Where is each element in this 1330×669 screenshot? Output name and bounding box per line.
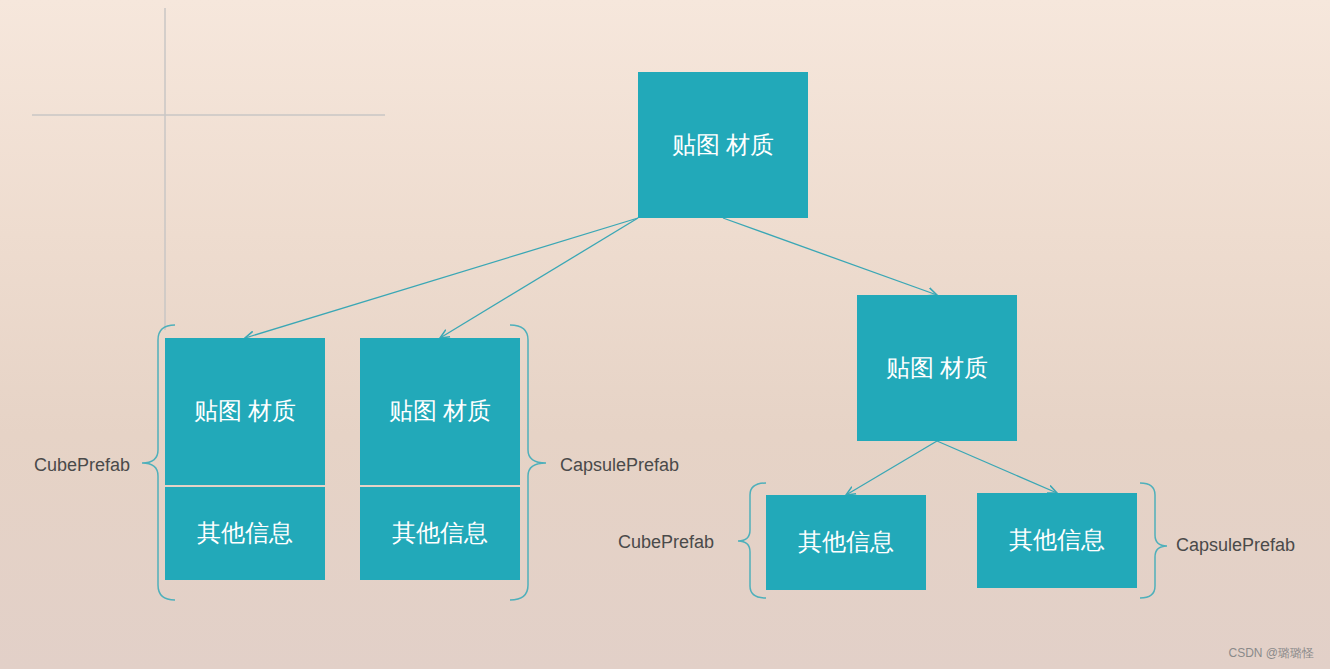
brace xyxy=(738,483,766,598)
prefab-label: CapsulePrefab xyxy=(1176,535,1295,556)
box-text: 其他信息 xyxy=(798,528,894,557)
arrow-connector xyxy=(245,218,638,338)
material-box: 贴图 材质 xyxy=(165,338,325,485)
shared-material-box: 贴图 材质 xyxy=(638,72,808,218)
info-box: 其他信息 xyxy=(165,487,325,580)
box-text: 贴图 材质 xyxy=(389,397,492,426)
shared-material-box: 贴图 材质 xyxy=(857,295,1017,441)
arrow-connector xyxy=(723,218,937,295)
box-text: 贴图 材质 xyxy=(194,397,297,426)
prefab-label: CubePrefab xyxy=(618,532,714,553)
info-box: 其他信息 xyxy=(766,495,926,590)
prefab-label: CubePrefab xyxy=(34,455,130,476)
material-box: 贴图 材质 xyxy=(360,338,520,485)
info-box: 其他信息 xyxy=(977,493,1137,588)
arrow-connector xyxy=(846,441,937,495)
box-text: 其他信息 xyxy=(197,519,293,548)
watermark: CSDN @璐璐怪 xyxy=(1228,645,1314,662)
box-text: 其他信息 xyxy=(1009,526,1105,555)
prefab-label: CapsulePrefab xyxy=(560,455,679,476)
box-text: 贴图 材质 xyxy=(886,354,989,383)
arrow-connector xyxy=(440,218,638,338)
arrow-connector xyxy=(937,441,1057,493)
box-text: 其他信息 xyxy=(392,519,488,548)
box-text: 贴图 材质 xyxy=(672,131,775,160)
info-box: 其他信息 xyxy=(360,487,520,580)
brace xyxy=(1140,483,1167,598)
guide-line xyxy=(32,114,385,116)
guide-line xyxy=(164,8,166,330)
